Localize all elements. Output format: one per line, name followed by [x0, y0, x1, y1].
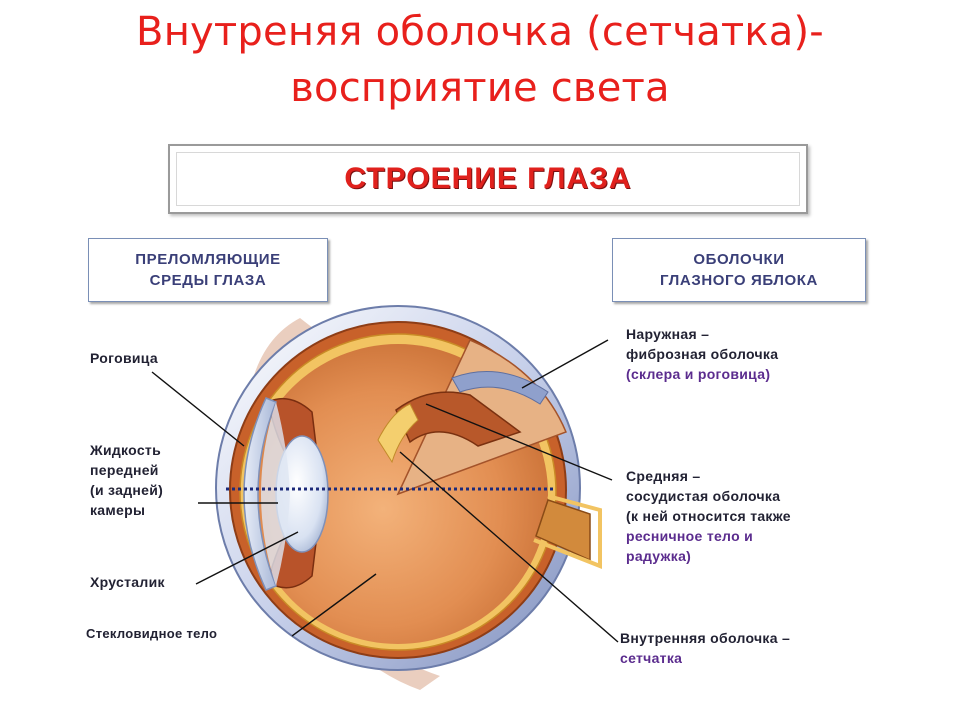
label-vitreous-text: Стекловидное тело [86, 626, 218, 641]
label-middle-membrane-line-4: ресничное тело и [626, 528, 754, 544]
refractive-media-line-1: ПРЕЛОМЛЯЮЩИЕ [135, 251, 281, 268]
leader-line-outer-membrane [521, 339, 609, 389]
eyeball-membranes-line-2: ГЛАЗНОГО ЯБЛОКА [660, 272, 818, 289]
label-outer-membrane-line-2: фиброзная оболочка [626, 346, 779, 362]
optic-nerve-sheath [533, 494, 602, 569]
leader-line-vitreous [291, 573, 377, 637]
label-outer-membrane-line-3: (склера и роговица) [626, 366, 771, 382]
label-lens-text: Хрусталик [90, 574, 165, 590]
cornea-shape [243, 397, 277, 591]
label-vitreous: Стекловидное тело [86, 624, 217, 644]
leader-line-inner-membrane [399, 451, 619, 643]
label-inner-membrane-line-2: сетчатка [620, 650, 683, 666]
label-lens: Хрусталик [90, 572, 165, 592]
label-middle-membrane-line-3: (к ней относится также [626, 508, 791, 524]
eyeball-membranes-line-1: ОБОЛОЧКИ [693, 251, 785, 268]
label-chamber-fluid: Жидкость передней (и задней) камеры [90, 440, 163, 520]
label-chamber-fluid-line-4: камеры [90, 502, 146, 518]
slide-title: Внутреняя оболочка (сетчатка)- восприяти… [0, 4, 960, 116]
leader-line-lens [195, 531, 299, 585]
label-inner-membrane: Внутренняя оболочка – сетчатка [620, 628, 790, 668]
peeled-choroid-flap [395, 391, 522, 447]
label-chamber-fluid-line-1: Жидкость [90, 442, 161, 458]
label-outer-membrane-line-1: Наружная – [626, 326, 710, 342]
leader-line-middle-membrane [425, 403, 613, 481]
peeled-retina-flap [377, 403, 419, 464]
diagram-title: СТРОЕНИЕ ГЛАЗА [344, 162, 632, 195]
diagram-title-banner: СТРОЕНИЕ ГЛАЗА [168, 144, 808, 214]
label-middle-membrane-line-1: Средняя – [626, 468, 701, 484]
blue-sclera-peel [451, 371, 549, 405]
label-outer-membrane: Наружная – фиброзная оболочка (склера и … [626, 324, 778, 384]
label-inner-membrane-line-1: Внутренняя оболочка – [620, 630, 791, 646]
slide-title-line-1: Внутреняя оболочка (сетчатка)- [136, 9, 824, 55]
refractive-media-line-2: СРЕДЫ ГЛАЗА [149, 272, 267, 289]
refractive-media-box: ПРЕЛОМЛЯЮЩИЕ СРЕДЫ ГЛАЗА [88, 238, 328, 302]
slide-title-line-2: восприятие света [290, 65, 670, 111]
leader-line-cornea [151, 371, 245, 447]
label-cornea: Роговица [90, 348, 158, 368]
label-chamber-fluid-line-3: (и задней) [90, 482, 164, 498]
label-cornea-text: Роговица [90, 350, 158, 366]
label-middle-membrane-line-5: радужка) [626, 548, 692, 564]
label-middle-membrane-line-2: сосудистая оболочка [626, 488, 781, 504]
eyeball-membranes-box: ОБОЛОЧКИ ГЛАЗНОГО ЯБЛОКА [612, 238, 866, 302]
label-middle-membrane: Средняя – сосудистая оболочка (к ней отн… [626, 466, 791, 566]
label-chamber-fluid-line-2: передней [90, 462, 159, 478]
